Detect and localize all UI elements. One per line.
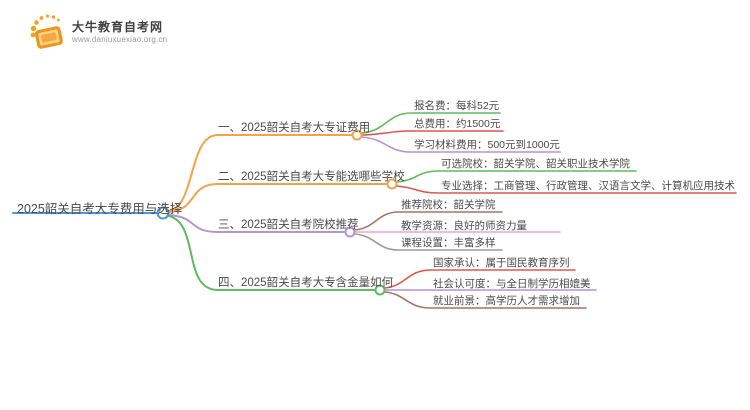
branch-4-connector <box>168 215 376 291</box>
branch-1-child-2-label[interactable]: 总费用：约1500元 <box>414 118 501 130</box>
branch-4-child-3-label[interactable]: 就业前景：高学历人才需求增加 <box>433 295 580 307</box>
branch-2-node-handle[interactable] <box>386 178 398 190</box>
branch-3-child-3-label[interactable]: 课程设置：丰富多样 <box>401 237 496 249</box>
branch-4-child-2-label[interactable]: 社会认可度：与全日制学历相媲美 <box>433 278 591 290</box>
root-node-handle[interactable] <box>156 206 170 220</box>
branch-1-child-3-label[interactable]: 学习材料费用：500元到1000元 <box>414 139 560 151</box>
branch-4-node-handle[interactable] <box>374 284 386 296</box>
branch-2-child-1-label[interactable]: 可选院校：韶关学院、韶关职业技术学院 <box>441 158 630 170</box>
branch-4-label[interactable]: 四、2025韶关自考大专含金量如何 <box>218 277 394 289</box>
root-topic-label[interactable]: 2025韶关自考大专费用与选择 <box>17 202 183 216</box>
branch-4-child-1-connector <box>384 269 576 289</box>
branch-2-child-2-connector <box>396 185 737 194</box>
book-logo-icon <box>30 14 63 49</box>
branch-2-child-2-label[interactable]: 专业选择：工商管理、行政管理、汉语言文学、计算机应用技术 <box>441 180 735 192</box>
branch-3-node-handle[interactable] <box>344 226 356 238</box>
branch-3-connector <box>168 214 346 233</box>
branch-1-child-1-connector <box>361 112 501 134</box>
site-logo[interactable]: 大牛教育自考网 www.daniuxuexiao.org.cn <box>28 12 167 52</box>
branch-1-child-2-connector <box>361 130 504 136</box>
branch-3-child-2-label[interactable]: 教学资源：良好的师资力量 <box>401 220 527 232</box>
branch-2-connector <box>168 183 388 213</box>
branch-2-child-1-connector <box>396 170 637 183</box>
branch-1-node-handle[interactable] <box>351 129 363 141</box>
branch-3-label[interactable]: 三、2025韶关自考院校推荐 <box>218 219 359 231</box>
branch-3-child-3-connector <box>354 233 503 251</box>
branch-4-child-3-connector <box>384 291 587 309</box>
logo-title: 大牛教育自考网 <box>72 19 164 34</box>
branch-2-label[interactable]: 二、2025韶关自考大专能选哪些学校 <box>218 171 405 183</box>
branch-1-label[interactable]: 一、2025韶关自考大专证费用 <box>218 122 371 134</box>
branch-4-child-1-label[interactable]: 国家承认：属于国民教育序列 <box>433 257 570 269</box>
branch-1-connector <box>168 134 353 212</box>
branch-3-child-1-label[interactable]: 推荐院校：韶关学院 <box>401 199 496 211</box>
branch-3-child-1-connector <box>354 211 503 231</box>
branch-1-child-1-label[interactable]: 报名费：每科52元 <box>414 100 500 112</box>
branch-1-child-3-connector <box>361 136 561 153</box>
logo-url: www.daniuxuexiao.org.cn <box>72 34 168 44</box>
